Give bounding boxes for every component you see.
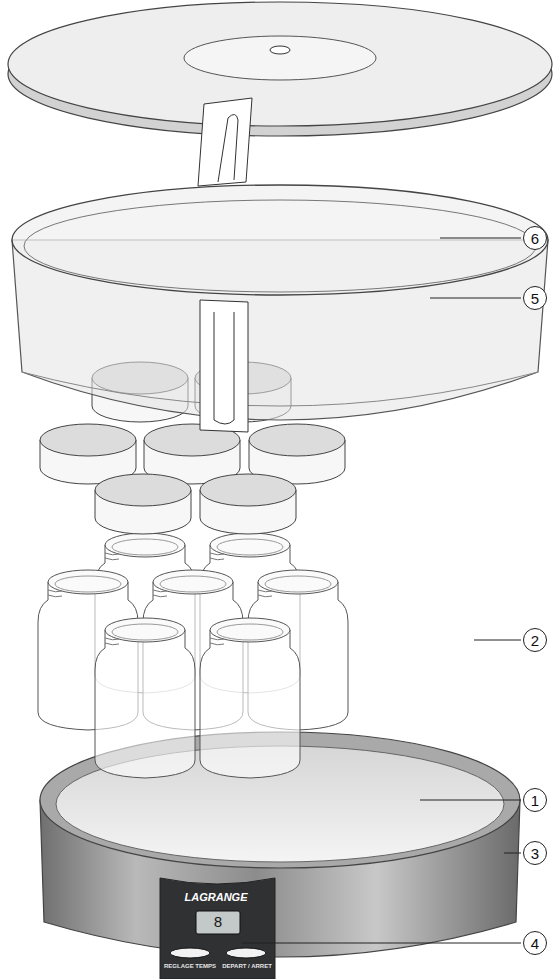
callout-number: 2: [531, 633, 539, 648]
leader-lines: [242, 238, 521, 943]
callout-circle: 3: [523, 841, 547, 865]
brand-name: LAGRANGE: [185, 892, 248, 903]
callout-circle: 4: [523, 931, 547, 955]
callout-circle: 1: [523, 788, 547, 812]
jar-lid: [40, 424, 136, 484]
callout-number: 4: [531, 936, 539, 951]
callout-number: 6: [531, 231, 539, 246]
callout-circle: 6: [523, 226, 547, 250]
callout-circle: 2: [523, 628, 547, 652]
glass-jar: [200, 618, 300, 778]
button-label: REGLAGE TEMPS: [164, 963, 216, 969]
callout-circle: 5: [523, 286, 547, 310]
glass-jars: [38, 533, 348, 778]
callout-number: 3: [531, 846, 539, 861]
jar-lid: [200, 474, 296, 534]
cover-lid: [8, 2, 552, 186]
callout-number: 5: [531, 291, 539, 306]
glass-jar: [95, 618, 195, 778]
callout-number: 1: [531, 793, 539, 808]
transparent-cover: [12, 185, 548, 432]
button-label: DEPART / ARRET: [222, 963, 272, 969]
display-digit: 8: [213, 916, 222, 931]
jar-lid: [95, 474, 191, 534]
